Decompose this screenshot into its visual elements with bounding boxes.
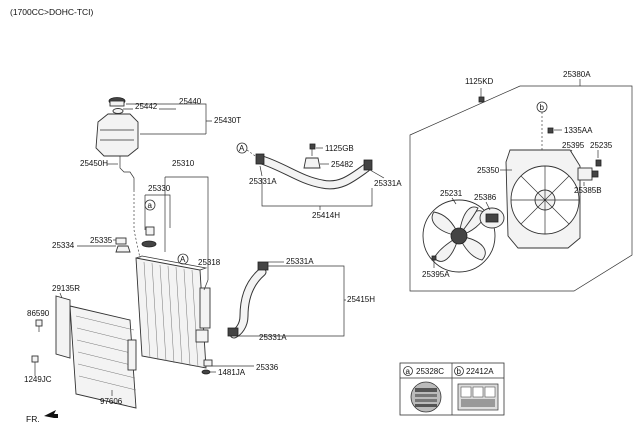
label-25450h: 25450H [80, 159, 108, 168]
bolt-1335aa [547, 127, 554, 134]
front-arrow-icon [44, 410, 58, 418]
svg-text:a: a [406, 367, 411, 376]
hose-clamp-lower-bottom [227, 327, 239, 337]
legend-marker-b: b [454, 366, 464, 376]
label-25415h: 25415H [347, 295, 375, 304]
marker-a-radiator: a [144, 199, 156, 211]
label-25331a-lower-top: 25331A [286, 257, 314, 266]
bolt-1125kd [478, 88, 485, 103]
hose-clamp-lower-top [257, 261, 269, 271]
fan-motor [479, 207, 505, 229]
radiator [135, 255, 211, 369]
label-25336: 25336 [256, 363, 279, 372]
reservoir-cap [108, 97, 126, 107]
drain-plug [145, 226, 155, 236]
legend-part-b: 22412A [466, 367, 494, 376]
label-25331a-upper-left: 25331A [249, 177, 277, 186]
side-bracket [55, 295, 71, 359]
legend-marker-a: a [403, 366, 413, 376]
label-25414h: 25414H [312, 211, 340, 220]
hose-clamp-upper-left [255, 153, 265, 165]
reservoir-hose [119, 156, 135, 190]
clip-25482 [303, 157, 321, 169]
label-1249jc: 1249JC [24, 375, 52, 384]
label-1125kd: 1125KD [465, 77, 494, 86]
label-25310: 25310 [172, 159, 195, 168]
condenser [69, 305, 137, 409]
label-25395: 25395 [562, 141, 585, 150]
bolt-1249jc [31, 355, 39, 372]
label-25430t: 25430T [214, 116, 241, 125]
screw-25395a [431, 255, 437, 268]
legend-part-a: 25328C [416, 367, 444, 376]
svg-text:A: A [239, 144, 245, 153]
drain-cock [201, 359, 213, 375]
lower-hose [229, 267, 267, 339]
cooling-fan [422, 199, 496, 273]
connector-25235 [595, 159, 602, 167]
svg-text:b: b [540, 103, 545, 112]
svg-text:A: A [180, 255, 186, 264]
marker-A-upper-hose: A [236, 142, 248, 154]
radiator-cap [141, 240, 157, 248]
label-29135r: 29135R [52, 284, 80, 293]
bolt-1125gb [309, 143, 316, 156]
label-97606: 97606 [100, 397, 123, 406]
label-25440: 25440 [179, 97, 202, 106]
label-25330: 25330 [148, 184, 171, 193]
label-25331a-lower-bottom: 25331A [259, 333, 287, 342]
bracket-upper [115, 237, 131, 253]
label-25386: 25386 [474, 193, 497, 202]
label-25334: 25334 [52, 241, 75, 250]
cap-seal [112, 108, 124, 114]
coolant-label-sticker-icon [410, 381, 442, 413]
label-25231: 25231 [440, 189, 463, 198]
svg-text:a: a [148, 201, 153, 210]
label-25380a: 25380A [563, 70, 591, 79]
marker-A-radiator: A [177, 253, 189, 265]
engine-spec-label: (1700CC>DOHC-TCI) [10, 7, 94, 17]
front-direction-label: FR. [26, 414, 40, 424]
resistor-25385b [577, 167, 599, 181]
label-25482: 25482 [331, 160, 354, 169]
fan-shroud [505, 149, 581, 249]
label-25335: 25335 [90, 236, 113, 245]
label-25395a: 25395A [422, 270, 450, 279]
label-25331a-upper-right: 25331A [374, 179, 402, 188]
upper-hose [257, 155, 371, 190]
label-25318: 25318 [198, 258, 221, 267]
svg-text:b: b [457, 367, 462, 376]
marker-b-fan: b [536, 101, 548, 113]
label-1335aa: 1335AA [564, 126, 593, 135]
label-25350: 25350 [477, 166, 500, 175]
label-1481ja: 1481JA [218, 368, 246, 377]
label-25442: 25442 [135, 102, 158, 111]
label-86590: 86590 [27, 309, 50, 318]
label-25385b: 25385B [574, 186, 602, 195]
fan-assembly-frame [409, 85, 633, 292]
label-1125gb: 1125GB [325, 144, 354, 153]
reservoir-tank [95, 113, 139, 157]
bolt-86590 [35, 319, 43, 332]
hose-clamp-upper-right [363, 159, 373, 171]
label-25235: 25235 [590, 141, 613, 150]
warning-label-sticker-icon [457, 383, 499, 411]
